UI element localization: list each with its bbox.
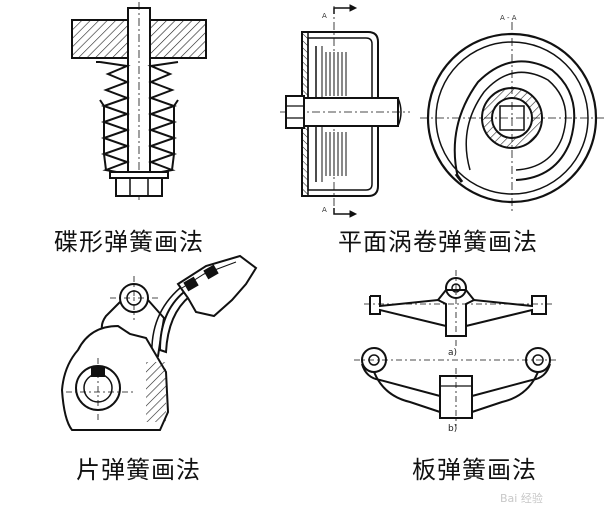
section-mark-top: A (322, 12, 327, 20)
caption-spiral-spring: 平面涡卷弹簧画法 (338, 228, 538, 256)
leaf-spring-drawing (62, 256, 256, 430)
disc-spring-drawing (72, 2, 206, 200)
caption-leaf-spring: 片弹簧画法 (76, 456, 201, 484)
caption-plate-spring: 板弹簧画法 (412, 456, 537, 484)
section-mark-bottom: A (322, 206, 327, 214)
spiral-spring-front-drawing (420, 22, 604, 212)
watermark: Bai 经验 (500, 492, 543, 505)
spiral-spring-section-drawing (280, 5, 410, 217)
caption-disc-spring: 碟形弹簧画法 (54, 228, 204, 256)
plate-spring-drawing (354, 270, 558, 426)
section-view-title: A - A (500, 14, 517, 22)
sub-label-b: b) (448, 424, 458, 434)
sub-label-a: a) (448, 348, 458, 358)
